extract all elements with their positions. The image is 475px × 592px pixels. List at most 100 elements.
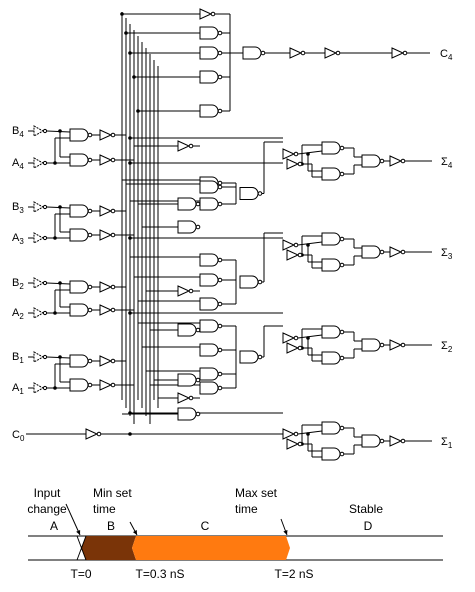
sum-inverter bbox=[282, 239, 296, 251]
label-main: B bbox=[12, 201, 19, 213]
inversion-bubble bbox=[257, 354, 263, 360]
sum-inverter bbox=[282, 332, 296, 344]
inversion-bubble bbox=[110, 157, 116, 163]
inversion-bubble bbox=[195, 327, 201, 333]
inversion-bubble bbox=[339, 355, 345, 361]
inversion-bubble bbox=[339, 262, 345, 268]
input-change-arrow bbox=[65, 503, 81, 536]
sum-output-nand bbox=[361, 434, 381, 448]
inversion-bubble bbox=[87, 132, 93, 138]
sum-output-nand bbox=[361, 338, 381, 352]
carry-propagate-nand bbox=[199, 273, 219, 287]
inversion-bubble bbox=[339, 329, 345, 335]
inversion-bubble bbox=[260, 50, 266, 56]
input-change-arrow-head bbox=[76, 530, 81, 535]
inversion-bubble bbox=[110, 232, 116, 238]
junction-dot bbox=[128, 51, 132, 55]
inversion-bubble bbox=[110, 358, 116, 364]
pair-nand-gate bbox=[69, 303, 89, 317]
inversion-bubble bbox=[300, 50, 306, 56]
propagate-output-nand bbox=[239, 275, 259, 289]
route-nand bbox=[177, 373, 197, 387]
inversion-bubble bbox=[195, 377, 201, 383]
route-nand bbox=[177, 220, 197, 234]
junction-dot bbox=[128, 136, 132, 140]
label-line: Input bbox=[34, 486, 61, 500]
inversion-bubble bbox=[110, 208, 116, 214]
phase-b-region bbox=[81, 536, 136, 560]
junction-dot bbox=[306, 243, 310, 247]
phase-label-d: D bbox=[364, 519, 373, 533]
junction-dot bbox=[306, 336, 310, 340]
pair-inverter bbox=[99, 355, 113, 367]
phase-label-a: A bbox=[50, 519, 58, 533]
inversion-bubble bbox=[217, 323, 223, 329]
input-label-a2: A2 bbox=[12, 307, 24, 321]
label-main: Σ bbox=[441, 156, 448, 168]
carry-propagate-nand bbox=[199, 197, 219, 211]
route-nand bbox=[177, 197, 197, 211]
carry-term-nand bbox=[199, 70, 219, 84]
input-label-a3: A3 bbox=[12, 232, 24, 246]
pair-nand-gate bbox=[69, 228, 89, 242]
sum-nand-gate bbox=[321, 351, 341, 365]
sum-inverter bbox=[282, 148, 296, 160]
label-main: Σ bbox=[441, 340, 448, 352]
junction-dot bbox=[124, 31, 128, 35]
input-inverter-b2 bbox=[33, 277, 45, 289]
carry-in-inverter bbox=[85, 428, 99, 440]
pair-inverter bbox=[99, 304, 113, 316]
route-inverter bbox=[177, 392, 191, 404]
label-main: B bbox=[12, 125, 19, 137]
time-max: T=2 nS bbox=[274, 567, 313, 581]
inversion-bubble bbox=[42, 354, 48, 360]
junction-dot bbox=[53, 311, 57, 315]
pair-inverter bbox=[99, 154, 113, 166]
junction-dot bbox=[58, 129, 62, 133]
sum-inverter bbox=[286, 158, 300, 170]
carry-term-nand bbox=[199, 26, 219, 40]
inversion-bubble bbox=[297, 441, 303, 447]
label-subscript: 2 bbox=[19, 312, 24, 321]
junction-dot bbox=[128, 311, 132, 315]
junction-dot bbox=[306, 152, 310, 156]
label-main: Σ bbox=[441, 436, 448, 448]
label-subscript: 2 bbox=[19, 282, 24, 291]
junction-dot bbox=[128, 161, 132, 165]
propagate-output-nand bbox=[239, 187, 259, 200]
input-inverter-b4 bbox=[33, 125, 45, 137]
inversion-bubble bbox=[379, 249, 385, 255]
inversion-bubble bbox=[217, 371, 223, 377]
label-subscript: 4 bbox=[448, 161, 453, 170]
circuit-wires bbox=[26, 12, 432, 458]
input-inverter-a1 bbox=[33, 382, 45, 394]
route-nand bbox=[177, 407, 197, 421]
inversion-bubble bbox=[379, 438, 385, 444]
inversion-bubble bbox=[400, 158, 406, 164]
pair-inverter bbox=[99, 129, 113, 141]
route-nand bbox=[177, 323, 197, 337]
junction-dot bbox=[53, 236, 57, 240]
inversion-bubble bbox=[87, 232, 93, 238]
pair-inverter bbox=[99, 281, 113, 293]
c4-buffer-3 bbox=[391, 47, 405, 59]
inversion-bubble bbox=[110, 132, 116, 138]
input-inverter-a4 bbox=[33, 157, 45, 169]
label-line: Max set bbox=[235, 486, 278, 500]
label-main: B bbox=[12, 277, 19, 289]
route-inverter bbox=[177, 140, 191, 152]
label-line: Stable bbox=[349, 502, 383, 516]
inversion-bubble bbox=[217, 180, 223, 186]
propagate-output-nand bbox=[239, 350, 259, 364]
inversion-bubble bbox=[400, 249, 406, 255]
carry-output-nand bbox=[242, 46, 262, 60]
inversion-bubble bbox=[335, 50, 341, 56]
transition-cross bbox=[76, 535, 87, 561]
label-line: time bbox=[235, 502, 258, 516]
sum-output-buffer bbox=[389, 339, 403, 351]
inversion-bubble bbox=[339, 145, 345, 151]
inversion-bubble bbox=[293, 151, 299, 157]
sum-nand-gate bbox=[321, 258, 341, 272]
